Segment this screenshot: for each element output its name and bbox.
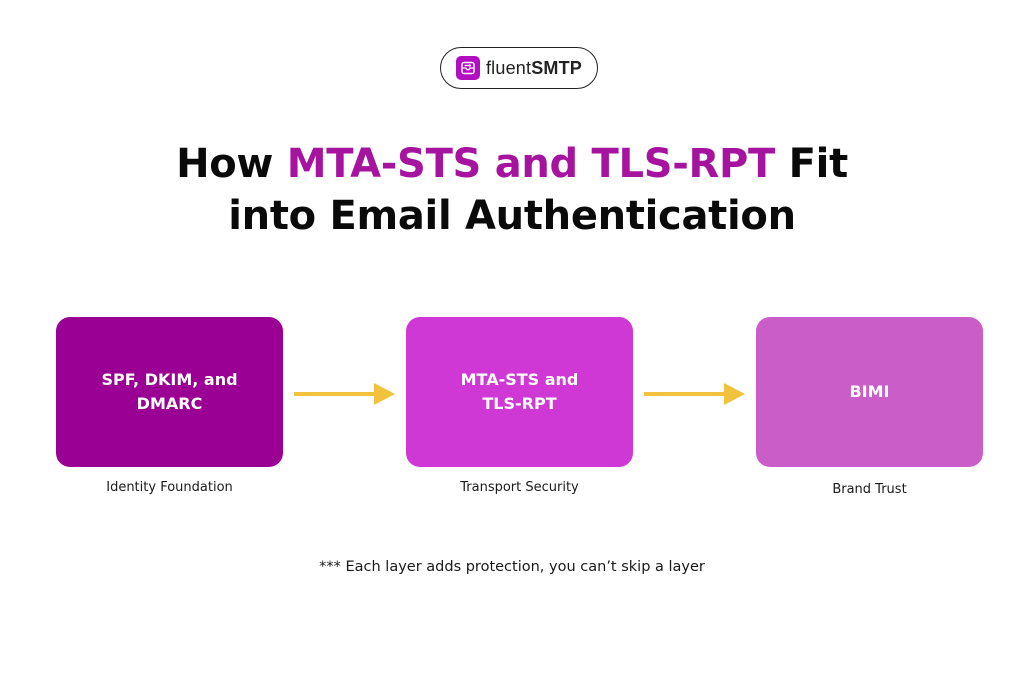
stage-box-brand: BIMI xyxy=(756,317,983,467)
stage-caption-identity: Identity Foundation xyxy=(106,480,233,495)
logo-text-bold: SMTP xyxy=(531,57,583,78)
title-line-2: into Email Authentication xyxy=(228,193,796,239)
page-title: How MTA-STS and TLS-RPT Fit into Email A… xyxy=(0,138,1024,242)
stage-caption-brand: Brand Trust xyxy=(832,482,907,497)
title-line-1: How MTA-STS and TLS-RPT Fit xyxy=(0,138,1024,190)
fluentsmtp-logo: fluentSMTP xyxy=(440,47,598,89)
title-highlight: MTA-STS and TLS-RPT xyxy=(286,141,776,187)
stage-box-identity: SPF, DKIM, and DMARC xyxy=(56,317,283,467)
envelope-icon xyxy=(455,56,480,80)
stage-label: SPF, DKIM, and DMARC xyxy=(101,370,238,413)
arrow-right-icon xyxy=(644,383,745,405)
footnote: *** Each layer adds protection, you can’… xyxy=(319,559,705,575)
arrow-right-icon xyxy=(294,383,395,405)
stage-label: BIMI xyxy=(849,382,890,401)
stage-caption-transport: Transport Security xyxy=(460,480,579,495)
title-suffix: Fit xyxy=(775,141,849,187)
logo-wordmark: fluentSMTP xyxy=(486,58,582,79)
title-prefix: How xyxy=(176,141,287,187)
logo-text-light: fluent xyxy=(485,57,532,78)
stage-label: MTA-STS and TLS-RPT xyxy=(460,370,579,413)
stage-box-transport: MTA-STS and TLS-RPT xyxy=(406,317,633,467)
